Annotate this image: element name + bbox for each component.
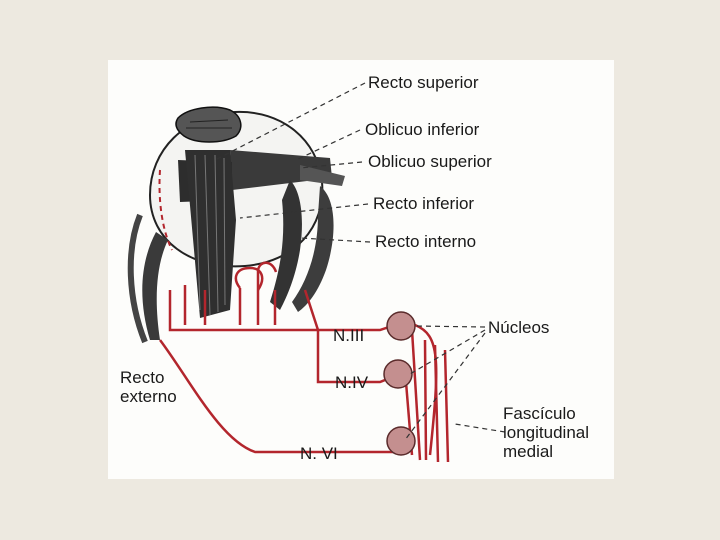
label-recto-externo: Recto externo (120, 368, 177, 406)
oblicuo-inferior-muscle (292, 186, 334, 312)
label-recto-inferior: Recto inferior (373, 194, 475, 213)
n-vi-line (158, 339, 395, 454)
nerve-lines (158, 261, 450, 463)
label-nucleos: Núcleos (488, 318, 550, 337)
label-n-vi: N. VI (300, 444, 338, 463)
muscle-bundles (127, 150, 334, 344)
leader-lines (214, 82, 506, 441)
label-oblicuo-superior: Oblicuo superior (368, 152, 492, 171)
label-recto-superior: Recto superior (368, 73, 479, 92)
label-recto-interno: Recto interno (375, 232, 477, 251)
nucleus-iv (383, 359, 413, 389)
cornea (175, 106, 242, 143)
nucleus-vi (386, 426, 416, 456)
label-oblicuo-inferior: Oblicuo inferior (365, 120, 480, 139)
label-fasciculo: Fascículo longitudinal medial (503, 404, 590, 461)
label-n-iv: N.IV (335, 373, 369, 392)
nuclei (383, 311, 416, 456)
label-n-iii: N.III (333, 326, 365, 345)
nucleus-iii (386, 311, 416, 341)
recto-externo-muscle (142, 232, 168, 340)
recto-superior-muscle (185, 150, 236, 318)
